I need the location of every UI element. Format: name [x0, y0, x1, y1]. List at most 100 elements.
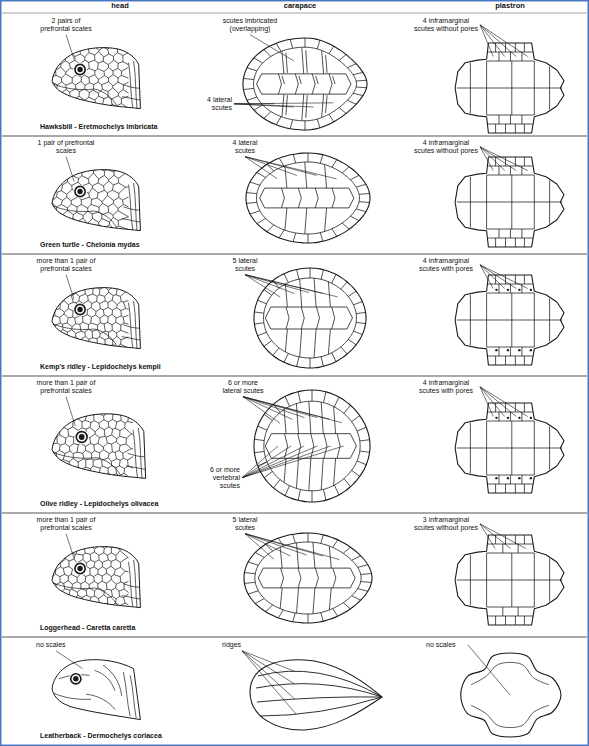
- scute-seam: [360, 451, 370, 452]
- scute-seam: [510, 347, 511, 356]
- scute-seam: [284, 409, 286, 433]
- leader-line: [480, 387, 505, 417]
- scute-seam: [296, 404, 298, 434]
- skin-line: [129, 185, 133, 230]
- scute-seam: [298, 198, 301, 208]
- leader-line: [242, 651, 294, 684]
- scute-seam: [342, 223, 349, 229]
- marginal-boundary: [255, 542, 361, 614]
- ridge-line: [260, 697, 382, 716]
- head-scales: [52, 284, 129, 355]
- scute-seam: [353, 93, 363, 95]
- skin-line: [138, 428, 142, 478]
- scute-seam: [285, 284, 287, 307]
- scute-seam: [361, 573, 372, 575]
- eye-clear: [73, 185, 87, 199]
- scute-seam: [348, 339, 356, 344]
- scute-seam: [488, 616, 533, 617]
- leader-line: [480, 387, 528, 417]
- scute-seam: [293, 534, 296, 543]
- leader-line: [250, 35, 294, 61]
- scute-seam: [246, 202, 256, 203]
- eye-pupil: [77, 307, 82, 312]
- scute-seam: [498, 412, 499, 421]
- pore: [518, 417, 520, 419]
- scute-seam: [280, 547, 282, 568]
- carapace-outline: [254, 268, 366, 368]
- scute-seam: [286, 95, 288, 115]
- scute-seam: [321, 357, 323, 367]
- pore: [530, 289, 532, 291]
- scute-seam: [250, 182, 260, 185]
- skin-line: [126, 466, 146, 470]
- scute-seam: [324, 392, 326, 403]
- scute-seam: [534, 553, 535, 607]
- scute-seam: [248, 562, 258, 565]
- scute-seam: [505, 124, 506, 133]
- leader-line: [56, 651, 83, 669]
- scute-seam: [470, 177, 471, 227]
- scute-seam: [250, 211, 260, 214]
- scute-seam: [510, 475, 511, 484]
- scute-seam: [515, 238, 516, 247]
- skin-line: [53, 583, 95, 589]
- leader-line: [66, 275, 74, 300]
- scute-seam: [502, 544, 503, 553]
- scute-seam: [286, 53, 288, 73]
- callout-label: 4 inframarginal scutes with pores: [414, 379, 478, 395]
- pore: [507, 477, 509, 479]
- scute-seam: [243, 88, 253, 89]
- scute-seam: [254, 58, 263, 63]
- scute-seam: [293, 233, 296, 242]
- scute-seam: [273, 348, 279, 355]
- pore: [518, 477, 520, 479]
- scute-seam: [334, 397, 339, 407]
- scute-seam: [333, 578, 336, 588]
- leader-line: [480, 524, 526, 549]
- scute-seam: [315, 578, 318, 588]
- scute-seam: [258, 332, 267, 336]
- scute-seam: [359, 193, 369, 195]
- skin-line: [123, 325, 139, 328]
- scute-seam: [524, 616, 525, 625]
- scute-seam: [324, 434, 327, 446]
- skin-line: [53, 84, 95, 90]
- scute-seam: [329, 74, 332, 84]
- turtle-head: [52, 660, 140, 720]
- skin-line: [122, 219, 141, 222]
- scute-seam: [510, 229, 511, 238]
- plastron-drawing: [455, 403, 564, 493]
- scute-seam: [518, 607, 519, 616]
- scute-seam: [290, 120, 293, 129]
- skin-line: [95, 89, 117, 105]
- skin-line: [95, 329, 117, 345]
- scute-seam: [325, 208, 327, 232]
- scute-seam: [521, 52, 522, 61]
- leader-line: [480, 147, 516, 171]
- eye-pupil: [79, 434, 85, 440]
- scute-seam: [350, 216, 359, 221]
- callout-label: more than 1 pair of prefrontal scales: [34, 257, 98, 273]
- skin-line: [133, 430, 138, 478]
- scute-seam: [246, 193, 256, 194]
- scute-seam: [488, 544, 533, 545]
- scute-seam: [344, 405, 351, 413]
- scute-seam: [324, 489, 326, 500]
- scute-seam: [521, 347, 522, 356]
- scute-seam: [457, 202, 562, 203]
- scute-seam: [333, 568, 336, 578]
- scute-seam: [524, 275, 525, 284]
- leader-line: [242, 651, 295, 699]
- leader-line: [245, 157, 277, 179]
- scute-seam: [495, 124, 496, 133]
- scute-seam: [352, 416, 360, 422]
- scute-seam: [487, 553, 535, 554]
- leader-line: [242, 651, 296, 714]
- scute-seam: [360, 440, 370, 441]
- scute-seam: [302, 47, 304, 74]
- leader-line: [245, 534, 339, 560]
- scute-seam: [505, 275, 506, 284]
- scute-seam: [359, 201, 369, 203]
- leader-line: [234, 103, 334, 104]
- scute-seam: [511, 61, 512, 115]
